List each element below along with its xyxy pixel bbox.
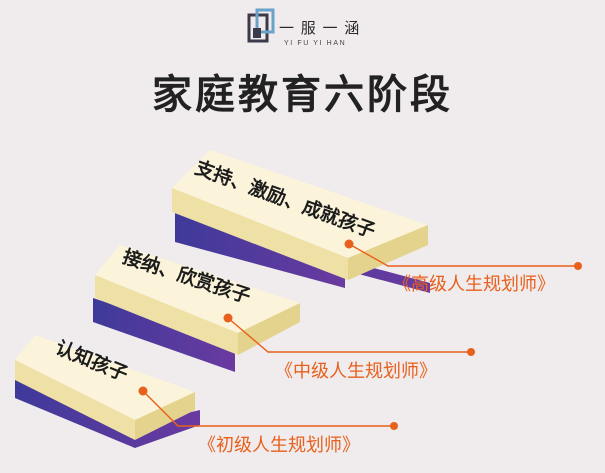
connector-1 [138, 386, 398, 430]
step-2-side [238, 303, 300, 355]
step-3-top [172, 150, 428, 258]
step-3-side [348, 225, 428, 280]
step-3-shadow-side [175, 212, 345, 288]
connector-1-end-dot [390, 422, 398, 430]
connector-3 [344, 239, 582, 270]
step-2-shadow [93, 298, 235, 372]
connector-2-end-dot [467, 348, 475, 356]
step-1-side [135, 392, 195, 440]
step-1-front [15, 360, 135, 440]
step-3-front [172, 188, 348, 280]
connector-1-line [142, 390, 394, 427]
step-3 [172, 150, 430, 293]
step-2 [93, 245, 300, 372]
stage-1-role: 《初级人生规划师》 [198, 435, 360, 456]
connector-3-line [348, 243, 578, 267]
stage-2-role: 《中级人生规划师》 [275, 361, 437, 382]
logo-mark-icon [247, 8, 275, 43]
connector-2-line [227, 317, 471, 353]
connector-3-end-dot [574, 262, 582, 270]
step-2-front [95, 275, 238, 355]
step-2-top [95, 245, 300, 333]
logo-text: 一 服 一 涵 [279, 19, 361, 37]
connector-2 [223, 313, 475, 356]
stage-3-role: 《高级人生规划师》 [393, 274, 555, 295]
brand-logo [247, 8, 275, 43]
page-title: 家庭教育六阶段 [152, 72, 453, 118]
logo-subtext: YI FU YI HAN [284, 40, 347, 47]
